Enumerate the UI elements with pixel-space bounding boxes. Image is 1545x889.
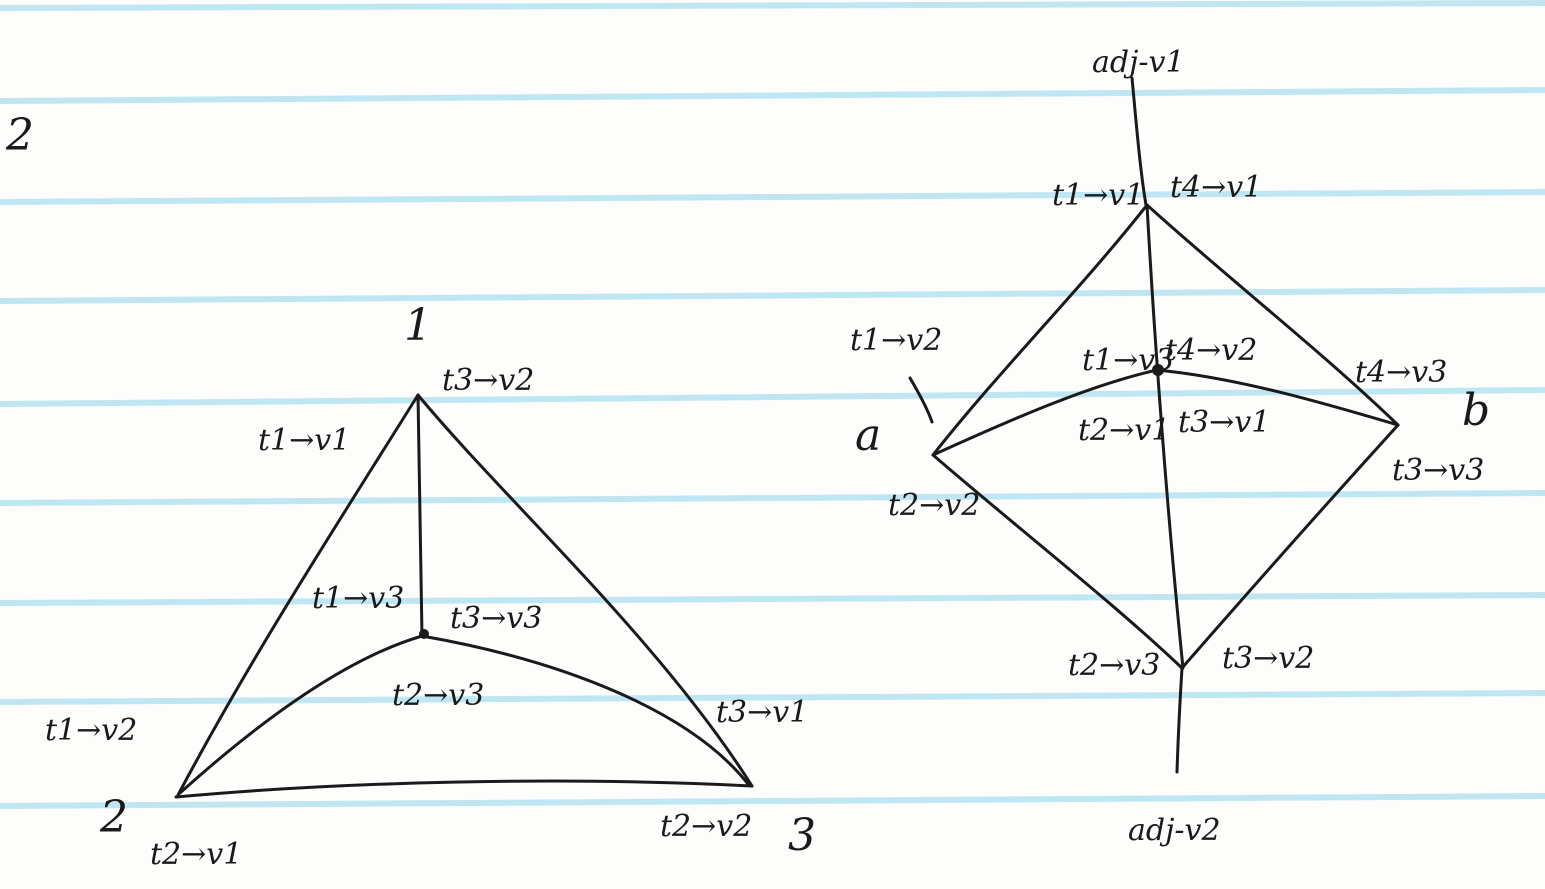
right-edge-top-bottom [1145, 203, 1185, 670]
right-edge-a-bottom [931, 453, 1184, 670]
left-edge-2-3 [174, 779, 754, 799]
left-label-center-lower: t2→v3 [392, 678, 484, 713]
left-label-center-upper: t1→v3 [312, 581, 404, 616]
left-label-top-right: t3→v2 [442, 363, 534, 398]
right-edge-label-bottom: adj-v2 [1128, 813, 1221, 848]
left-label-right-corner: t3→v1 [716, 695, 808, 730]
left-label-bottom-left: t2→v1 [150, 837, 242, 872]
right-diagram: adj-v1 adj-v2 a b t1→v1 t4→v1 t1→v2 t1→v… [850, 45, 1490, 848]
adj-line-bottom [1175, 666, 1184, 774]
right-label-left-upper: t1→v2 [850, 323, 942, 358]
right-label-top-right: t4→v1 [1170, 170, 1262, 205]
left-label-top-left: t1→v1 [258, 423, 350, 458]
adj-line-top [1130, 76, 1148, 207]
vertex-label-b: b [1462, 385, 1490, 436]
right-edge-top-b [1145, 203, 1400, 427]
right-label-center-upper-right: t4→v2 [1165, 333, 1257, 368]
right-label-top-left: t1→v1 [1052, 178, 1144, 213]
left-label-bottom-right: t2→v2 [660, 809, 752, 844]
right-label-bottom-left: t2→v3 [1068, 648, 1160, 683]
tick-mark-a [908, 376, 934, 424]
vertex-label-2: 2 [99, 792, 128, 843]
right-label-center-lower-left: t2→v1 [1078, 413, 1170, 448]
right-label-right-upper: t4→v3 [1355, 355, 1447, 390]
left-diagram: 1 2 3 t1→v1 t3→v2 t1→v3 t3→v3 t2→v3 t1→v… [45, 300, 816, 872]
left-edge-1-3 [416, 393, 754, 788]
right-center-vertex [1152, 364, 1164, 376]
vertex-label-a: a [855, 410, 881, 461]
left-edge-center-2 [178, 634, 424, 795]
right-edge-a-center [931, 368, 1159, 457]
right-label-center-lower-right: t3→v1 [1178, 405, 1270, 440]
left-edge-1-center [416, 393, 424, 638]
left-label-center-right: t3→v3 [450, 601, 542, 636]
right-label-right-lower: t3→v3 [1392, 453, 1484, 488]
right-label-bottom-right: t3→v2 [1222, 641, 1314, 676]
ruled-lines [0, 0, 1545, 809]
left-edge-1-2 [176, 393, 420, 797]
vertex-label-3: 3 [788, 810, 816, 861]
right-label-left-lower: t2→v2 [888, 488, 980, 523]
left-edge-center-3 [420, 634, 750, 786]
left-center-vertex [419, 629, 429, 639]
right-edge-b-bottom [1180, 423, 1400, 670]
right-edge-top-a [931, 203, 1149, 457]
vertex-label-1: 1 [404, 300, 432, 351]
right-edge-center-b [1155, 368, 1400, 427]
margin-note: 2 [5, 110, 34, 161]
left-label-left-corner: t1→v2 [45, 713, 137, 748]
right-label-center-upper-left: t1→v3 [1082, 343, 1174, 378]
right-edge-label-top: adj-v1 [1092, 45, 1185, 80]
